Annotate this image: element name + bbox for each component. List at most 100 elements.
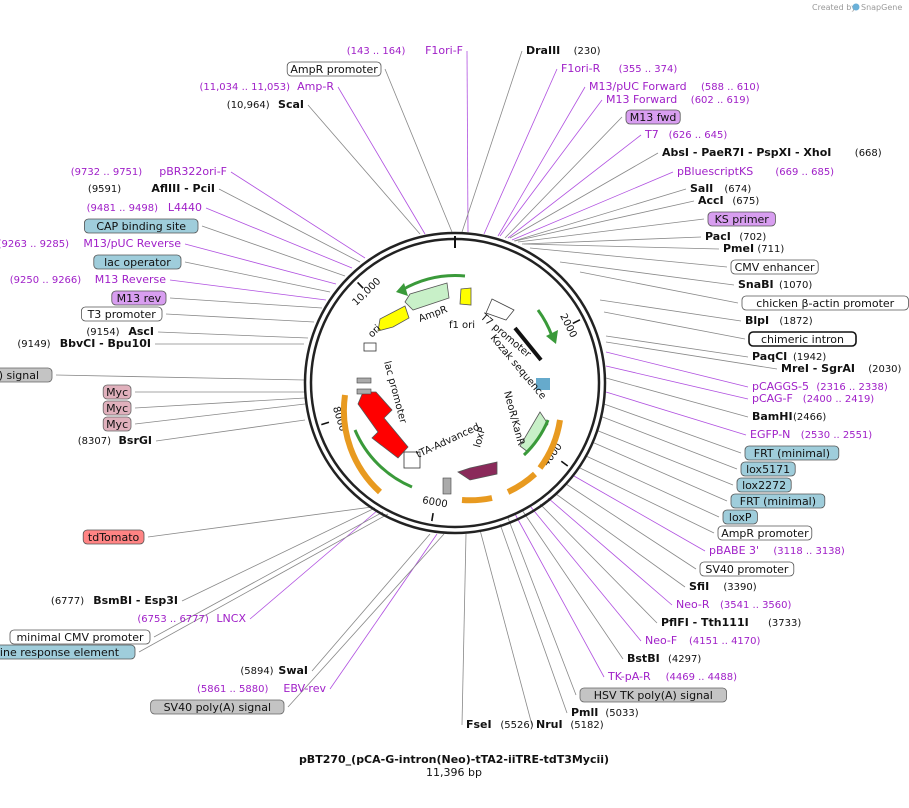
label-primer-5: M13/pUC Forward(588 .. 610) bbox=[589, 80, 760, 93]
leader-line bbox=[205, 207, 353, 269]
primer-range: (3118 .. 3138) bbox=[773, 546, 845, 557]
leader-line bbox=[165, 313, 315, 323]
leader-line bbox=[579, 467, 715, 534]
label-feature-65: HSV TK poly(A) signal bbox=[579, 687, 728, 703]
feature-name: tetracycline response element bbox=[0, 646, 120, 659]
primer-name: pBABE 3' bbox=[709, 544, 759, 557]
primer-range: (5861 .. 5880) bbox=[197, 684, 269, 695]
feature-box bbox=[699, 561, 795, 577]
feature-box bbox=[102, 416, 132, 432]
label-primer-38: pCAG-F(2400 .. 2419) bbox=[752, 392, 874, 405]
label-feature-50: tdTomato bbox=[82, 529, 145, 545]
black-bar bbox=[513, 326, 543, 362]
label-feature-27: chicken β-actin promoter bbox=[741, 295, 909, 311]
leader-line bbox=[134, 397, 306, 409]
primer-name: M13/pUC Reverse bbox=[83, 237, 181, 250]
scale-tick bbox=[572, 319, 581, 325]
credit-brand: SnapGene bbox=[861, 3, 902, 12]
leader-line bbox=[157, 331, 309, 339]
primer-name: TK-pA-R bbox=[607, 670, 651, 683]
enzyme-position: (2466) bbox=[793, 412, 826, 423]
enzyme-position: (674) bbox=[724, 184, 751, 195]
inner-label-tta: tTA-Advanced bbox=[415, 422, 482, 461]
teal-block bbox=[536, 378, 550, 390]
feature-name: HSV TK poly(A) signal bbox=[594, 689, 713, 702]
snapgene-logo-icon bbox=[852, 3, 860, 11]
leader-line bbox=[517, 218, 705, 243]
label-enzyme-13: AflIII - PciI (9591) bbox=[88, 182, 215, 195]
scale-tick-label: 6000 bbox=[421, 495, 448, 510]
feature-box bbox=[741, 295, 909, 311]
feature-name: tdTomato bbox=[88, 531, 140, 544]
label-enzyme-32: BbvCI - Bpu10I(9149) bbox=[17, 337, 151, 350]
leader-line bbox=[507, 517, 577, 696]
enzyme-position: (702) bbox=[739, 232, 766, 243]
leader-line bbox=[573, 475, 706, 552]
tre-block bbox=[403, 451, 421, 469]
feature-name: lox2272 bbox=[742, 479, 786, 492]
leader-line bbox=[504, 116, 623, 239]
label-enzyme-10: AbsI - PaeR7I - PspXI - XhoI(668) bbox=[662, 146, 882, 159]
label-enzyme-33: PaqCI(1942) bbox=[752, 350, 826, 363]
arc-cmv-arrow bbox=[546, 330, 558, 344]
label-primer-59: Neo-F(4151 .. 4170) bbox=[645, 634, 761, 647]
leader-line bbox=[311, 533, 431, 672]
enzyme-name: BstBI bbox=[627, 652, 660, 665]
feature-name: loxP bbox=[729, 511, 752, 524]
label-enzyme-14: SalI(674) bbox=[690, 182, 751, 195]
feature-name: chicken β-actin promoter bbox=[756, 297, 894, 310]
credit-prefix: Created by bbox=[812, 3, 856, 12]
enzyme-position: (10,964) bbox=[227, 100, 270, 111]
scale-tick-label: 10,000 bbox=[351, 276, 384, 308]
leader-line bbox=[565, 483, 697, 570]
leader-line bbox=[599, 415, 738, 470]
leader-line bbox=[514, 513, 605, 678]
inner-label-f1ori: f1 ori bbox=[449, 320, 475, 331]
feature-name: Myc bbox=[106, 418, 128, 431]
primer-name: T7 bbox=[644, 128, 659, 141]
feature-box bbox=[0, 644, 136, 660]
label-enzyme-1: DraIII(230) bbox=[526, 44, 601, 57]
scale-tick-label: 2000 bbox=[557, 312, 578, 340]
leader-line bbox=[521, 509, 624, 660]
feature-box bbox=[84, 218, 199, 234]
leader-line bbox=[513, 188, 687, 242]
enzyme-name: PaqCI bbox=[752, 350, 787, 363]
leader-line bbox=[218, 188, 361, 263]
feature-box bbox=[102, 384, 132, 400]
label-enzyme-25: SnaBI(1070) bbox=[738, 278, 812, 291]
leader-line bbox=[591, 441, 728, 502]
feature-box bbox=[93, 254, 182, 270]
feature-box bbox=[730, 259, 819, 275]
block-gray-3 bbox=[442, 477, 452, 495]
label-feature-28: T3 promoter bbox=[81, 306, 163, 322]
enzyme-position: (1872) bbox=[779, 316, 812, 327]
label-primer-16: L4440(9481 .. 9498) bbox=[87, 201, 202, 214]
primer-name: L4440 bbox=[168, 201, 202, 214]
ampr-gene bbox=[404, 282, 450, 311]
scale-tick bbox=[321, 421, 330, 426]
leader-line bbox=[605, 351, 749, 388]
enzyme-position: (9149) bbox=[17, 339, 50, 350]
label-primer-3: F1ori-R(355 .. 374) bbox=[561, 62, 677, 75]
orange-arc-2 bbox=[506, 471, 538, 495]
primer-name: EGFP-N bbox=[750, 428, 790, 441]
label-enzyme-69: NruI(5182) bbox=[536, 718, 604, 731]
feature-arcs bbox=[340, 274, 563, 504]
enzyme-name: AflIII - PciI bbox=[151, 182, 215, 195]
leader-line bbox=[479, 529, 533, 726]
label-feature-47: FRT (minimal) bbox=[730, 493, 826, 509]
label-feature-45: lox5171 bbox=[740, 461, 796, 477]
feature-name: Myc bbox=[106, 402, 128, 415]
label-feature-52: SV40 promoter bbox=[699, 561, 795, 577]
feature-name: lac operator bbox=[104, 256, 171, 269]
label-enzyme-19: PacI(702) bbox=[705, 230, 766, 243]
primer-range: (588 .. 610) bbox=[701, 82, 760, 93]
leader-line bbox=[230, 171, 366, 259]
enzyme-position: (9154) bbox=[86, 327, 119, 338]
label-feature-37: Myc bbox=[102, 384, 132, 400]
label-enzyme-62: SwaI(5894) bbox=[240, 664, 308, 677]
enzyme-position: (9591) bbox=[88, 184, 121, 195]
enzyme-name: SfiI bbox=[689, 580, 709, 593]
